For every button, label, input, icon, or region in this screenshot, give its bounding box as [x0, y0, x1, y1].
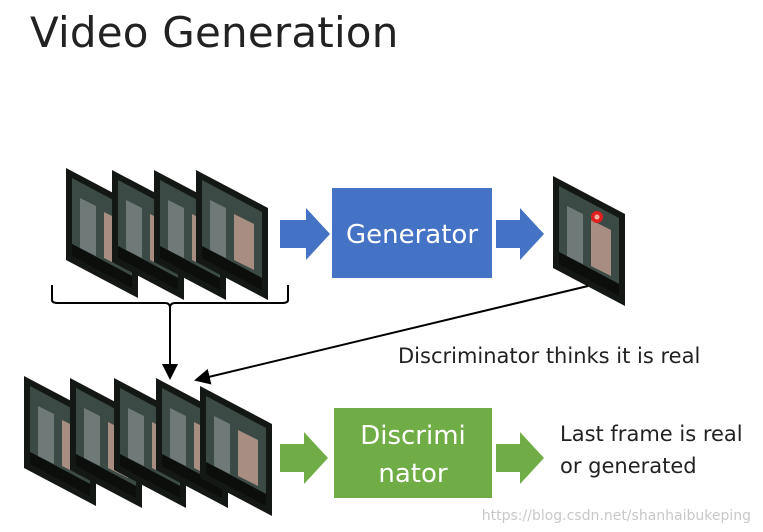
- output-label-line1: Last frame is real: [560, 422, 743, 446]
- discriminator-box: [334, 408, 492, 498]
- discriminator-label-line2: nator: [378, 459, 448, 489]
- generator-box: [332, 188, 492, 278]
- watermark: https://blog.csdn.net/shanhaibukeping: [481, 508, 751, 524]
- generated-frame: [553, 176, 625, 306]
- page-title: Video Generation: [30, 8, 399, 57]
- input-frames-bottom: [24, 376, 272, 516]
- arrow-generated-to-stack: [194, 285, 589, 385]
- output-label-line2: or generated: [560, 454, 697, 478]
- arrow-from-discriminator: [496, 432, 544, 484]
- arrow-to-discriminator: [280, 432, 328, 484]
- input-frames-top: [66, 168, 268, 300]
- arrow-to-generator: [280, 208, 330, 260]
- generator-label: Generator: [346, 220, 478, 250]
- discriminator-label-line1: Discrimi: [360, 421, 466, 451]
- discriminator-note: Discriminator thinks it is real: [398, 344, 701, 368]
- arrow-from-generator: [496, 208, 544, 260]
